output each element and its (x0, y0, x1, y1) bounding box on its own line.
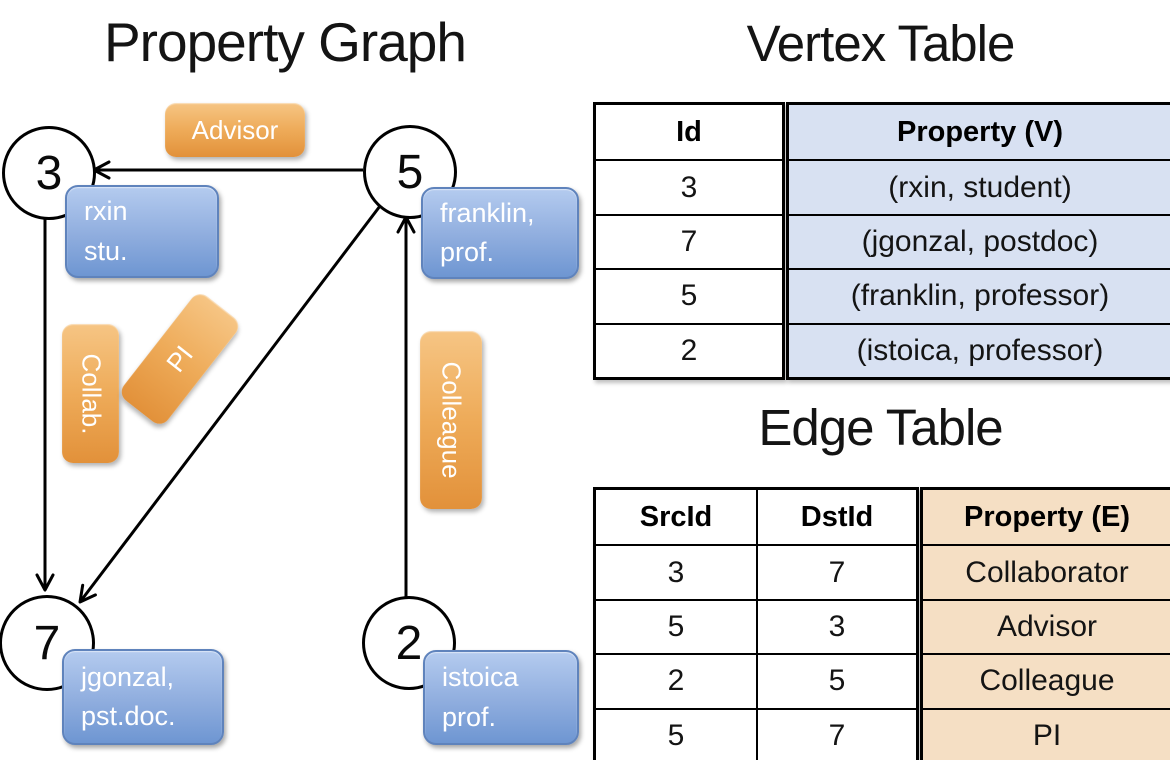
vertex-id-label: 7 (33, 616, 61, 670)
vertex-property-box-rxin: rxin stu. (65, 185, 219, 278)
vertex-property-cell: (franklin, professor) (789, 268, 1170, 322)
edge-label-box-collab: Collab. (62, 324, 119, 463)
edge-label-box-colleague: Colleague (420, 331, 482, 509)
vertex-property-cell: (jgonzal, postdoc) (789, 213, 1170, 268)
vertex-table-header-property: Property (V) (897, 115, 1063, 148)
vertex-property-line: jgonzal, (81, 661, 175, 692)
vertex-table-title: Vertex Table (746, 15, 1016, 72)
vertex-table-id-column: Id 3 7 5 2 (593, 102, 785, 380)
vertex-property-box-jgonzal: jgonzal, pst.doc. (62, 649, 224, 745)
edge-dstid-cell: 7 (756, 544, 916, 599)
vertex-property-cell: (rxin, student) (789, 159, 1170, 213)
edge-property-cell: Collaborator (923, 544, 1170, 598)
edge-label-text: Collab. (76, 353, 106, 434)
graph-edges-layer (35, 160, 416, 604)
edge-line-5-to-7-pi (78, 205, 382, 604)
vertex-property-line: pst.doc. (81, 701, 176, 731)
vertex-property-box-franklin: franklin, prof. (421, 187, 579, 279)
edge-label-text: Advisor (191, 114, 279, 145)
vertex-id-cell: 3 (596, 159, 782, 213)
vertex-id-cell: 7 (596, 213, 782, 268)
edge-table-property-column: Property (E) Collaborator Advisor Collea… (920, 487, 1170, 760)
edge-property-cell: Colleague (923, 653, 1170, 707)
edge-dstid-cell: 5 (756, 653, 916, 708)
edge-table-header-dstid: DstId (756, 490, 916, 545)
vertex-id-label: 2 (395, 616, 423, 670)
vertex-property-line: prof. (442, 701, 497, 732)
edge-dstid-cell: 7 (756, 707, 916, 760)
edge-property-cell: PI (923, 707, 1170, 760)
vertex-property-line: prof. (440, 237, 495, 267)
vertex-id-cell: 2 (596, 322, 782, 377)
vertex-property-line: stu. (84, 235, 128, 266)
edge-table-header-property: Property (E) (964, 500, 1130, 533)
edge-label-text: Colleague (436, 361, 467, 479)
vertex-id-label: 3 (35, 146, 63, 200)
edge-table-header-srcid: SrcId (639, 500, 713, 533)
edge-dstid-cell: 3 (756, 598, 916, 654)
property-graph-title: Property Graph (103, 11, 467, 73)
vertex-id-cell: 5 (596, 268, 782, 322)
edge-table-id-columns: SrcId DstId 3 7 5 3 2 5 5 7 (593, 487, 919, 760)
vertex-property-cell: (istoica, professor) (789, 322, 1170, 377)
edge-label-box-advisor: Advisor (165, 103, 305, 157)
vertex-id-label: 5 (396, 145, 424, 199)
vertex-table-header-id: Id (676, 115, 702, 148)
vertex-property-box-istoica: istoica prof. (423, 650, 579, 745)
edge-srcid-cell: 2 (596, 653, 756, 707)
vertex-property-line: franklin, (440, 197, 535, 228)
edge-label-text: PI (160, 339, 199, 378)
edge-table-title: Edge Table (758, 399, 1003, 456)
vertex-circle-2: 2 (362, 596, 456, 690)
edge-property-cell: Advisor (923, 598, 1170, 653)
vertex-property-line: rxin (84, 196, 128, 227)
edge-srcid-cell: 5 (596, 707, 756, 760)
vertex-property-line: istoica (442, 662, 519, 693)
vertex-table-property-column: Property (V) (rxin, student) (jgonzal, p… (786, 102, 1170, 380)
edge-srcid-cell: 3 (596, 544, 756, 598)
edge-srcid-cell: 5 (596, 598, 756, 653)
